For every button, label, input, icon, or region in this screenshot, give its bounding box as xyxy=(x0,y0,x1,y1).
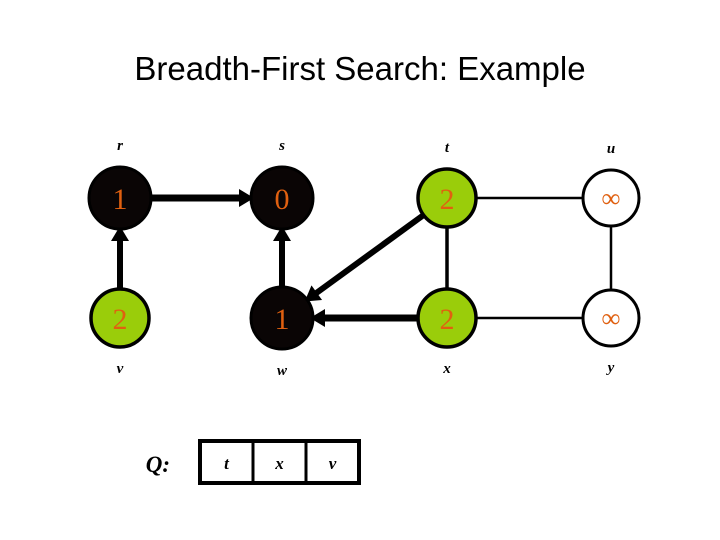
node-name-label: w xyxy=(277,363,288,379)
arrowhead-icon xyxy=(304,285,323,302)
graph-node-s[interactable]: 0s xyxy=(249,138,315,231)
node-name-label: y xyxy=(606,360,615,376)
edge-x-w xyxy=(310,309,420,327)
node-distance-value: 2 xyxy=(113,303,128,336)
queue-label: Q: xyxy=(146,452,170,477)
node-distance-value: 2 xyxy=(440,303,455,336)
queue-cell-text: x xyxy=(274,454,284,473)
queue-cell-text: v xyxy=(329,454,337,473)
node-name-label: u xyxy=(607,141,615,157)
queue-cell[interactable]: v xyxy=(304,439,361,485)
graph-node-x[interactable]: 2x xyxy=(416,287,478,377)
edge-r-s xyxy=(149,189,254,207)
queue-widget: Q: t x v xyxy=(146,439,361,485)
node-circle[interactable] xyxy=(249,165,315,231)
queue-cell-border xyxy=(304,439,361,485)
graph-node-w[interactable]: 1w xyxy=(249,285,315,379)
node-circle[interactable] xyxy=(581,168,641,228)
node-distance-value: 2 xyxy=(440,183,455,216)
arrowhead-icon xyxy=(273,226,291,241)
node-circle[interactable] xyxy=(87,165,153,231)
node-distance-value: 0 xyxy=(275,183,290,216)
node-name-label: t xyxy=(445,140,450,156)
edge-w-s xyxy=(273,226,291,289)
node-name-label: s xyxy=(278,138,285,154)
graph-node-u[interactable]: ∞u xyxy=(581,141,641,228)
arrowhead-icon xyxy=(239,189,254,207)
graph-node-y[interactable]: ∞y xyxy=(581,288,641,376)
graph-node-r[interactable]: 1r xyxy=(87,138,153,231)
node-circle[interactable] xyxy=(89,287,151,349)
node-name-label: v xyxy=(117,361,124,377)
node-distance-value: 1 xyxy=(275,303,290,336)
node-circle[interactable] xyxy=(581,288,641,348)
page-title: Breadth-First Search: Example xyxy=(134,50,586,87)
node-name-label: x xyxy=(442,361,451,377)
graph-node-t[interactable]: 2t xyxy=(416,140,478,229)
arrowhead-icon xyxy=(310,309,325,327)
queue-cell-text: t xyxy=(224,454,230,473)
graph-node-v[interactable]: 2v xyxy=(89,287,151,377)
node-circle[interactable] xyxy=(249,285,315,351)
edge-t-w xyxy=(304,211,427,302)
node-circle[interactable] xyxy=(416,167,478,229)
edge-v-r xyxy=(111,226,129,291)
arrowhead-icon xyxy=(111,226,129,241)
edge-layer xyxy=(111,189,613,327)
node-distance-value: ∞ xyxy=(601,303,620,333)
node-distance-value: 1 xyxy=(113,183,128,216)
node-circle[interactable] xyxy=(416,287,478,349)
node-distance-value: ∞ xyxy=(601,183,620,213)
node-name-label: r xyxy=(117,138,123,154)
edge-line xyxy=(313,211,427,297)
